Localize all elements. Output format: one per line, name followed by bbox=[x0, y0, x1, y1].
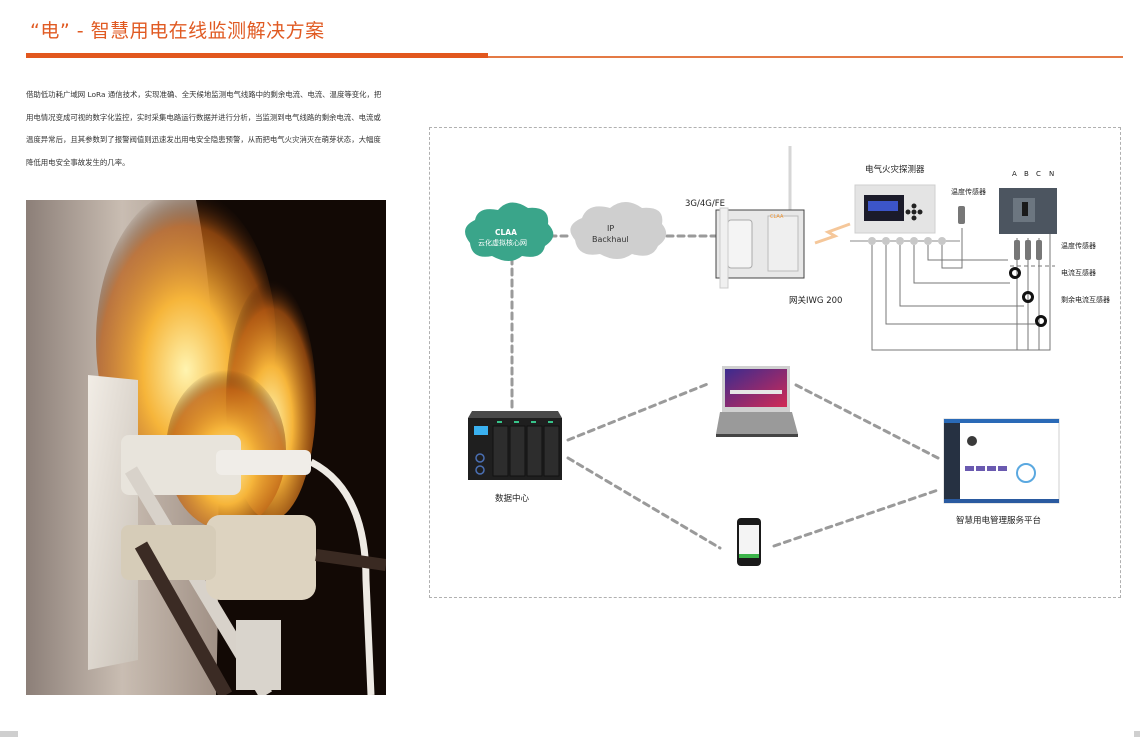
link-datacenter-phone bbox=[566, 456, 722, 550]
svg-text:CLAA: CLAA bbox=[770, 214, 784, 220]
current-transformers bbox=[1009, 267, 1047, 327]
current-transformer-label: 电流互感器 bbox=[1061, 269, 1096, 277]
page-title: “电” - 智慧用电在线监测解决方案 bbox=[30, 20, 325, 42]
diagram-canvas: CLAA bbox=[465, 146, 1060, 566]
current-transformer-icon bbox=[1009, 267, 1021, 279]
phase-a-label: A bbox=[1012, 170, 1017, 178]
link-datacenter-laptop bbox=[566, 381, 712, 442]
ip-backhaul-cloud-icon bbox=[570, 202, 667, 259]
temp-sensor-label-top: 温度传感器 bbox=[951, 188, 986, 196]
residual-transformer-icon bbox=[1035, 315, 1047, 327]
page-marker-right bbox=[1134, 731, 1140, 737]
data-center-label: 数据中心 bbox=[495, 494, 530, 504]
smartphone-icon bbox=[737, 518, 761, 566]
fire-detector-icon bbox=[854, 184, 936, 234]
ip-cloud-label: IP bbox=[607, 224, 615, 233]
gateway-label: 网关IWG 200 bbox=[789, 296, 843, 306]
data-center-server-icon bbox=[468, 411, 562, 480]
phase-b-label: B bbox=[1024, 170, 1029, 178]
link-phone-platform bbox=[772, 488, 940, 548]
gateway-iwg200-icon: CLAA bbox=[715, 146, 805, 289]
title-underline-thick bbox=[26, 53, 488, 58]
residual-transformer-icon bbox=[1022, 291, 1034, 303]
breaker-temp-sensors bbox=[1014, 240, 1042, 260]
intro-paragraph: 借助低功耗广域网 LoRa 通信技术，实现准确、全天候地监测电气线路中的剩余电流… bbox=[26, 90, 382, 167]
outlet-fire-photo bbox=[26, 200, 386, 695]
claa-cloud-icon bbox=[465, 202, 554, 261]
ip-cloud-sublabel: Backhaul bbox=[592, 235, 629, 244]
residual-transformer-label: 剩余电流互感器 bbox=[1061, 296, 1110, 304]
detector-label: 电气火灾探测器 bbox=[865, 165, 925, 175]
laptop-icon bbox=[716, 366, 798, 437]
title-underline-thin bbox=[488, 56, 1123, 58]
management-platform-screenshot bbox=[943, 418, 1060, 504]
claa-cloud-sublabel: 云化虚拟核心网 bbox=[478, 239, 527, 247]
outlet-fire-illustration bbox=[26, 200, 386, 695]
wireless-signal-icon bbox=[814, 222, 851, 245]
page-marker-left bbox=[0, 731, 18, 737]
link-type-label: 3G/4G/FE bbox=[685, 199, 725, 209]
phase-c-label: C bbox=[1036, 170, 1041, 178]
phase-n-label: N bbox=[1049, 170, 1055, 178]
link-laptop-platform bbox=[794, 383, 940, 460]
platform-label: 智慧用电管理服务平台 bbox=[956, 516, 1042, 526]
claa-cloud-label: CLAA bbox=[495, 228, 517, 237]
detector-terminals bbox=[868, 237, 946, 245]
system-architecture-diagram: CLAA bbox=[429, 127, 1121, 598]
temp-sensor-label-right: 温度传感器 bbox=[1061, 242, 1096, 250]
circuit-breaker-icon bbox=[999, 188, 1057, 234]
temp-sensor-icon bbox=[958, 206, 965, 224]
